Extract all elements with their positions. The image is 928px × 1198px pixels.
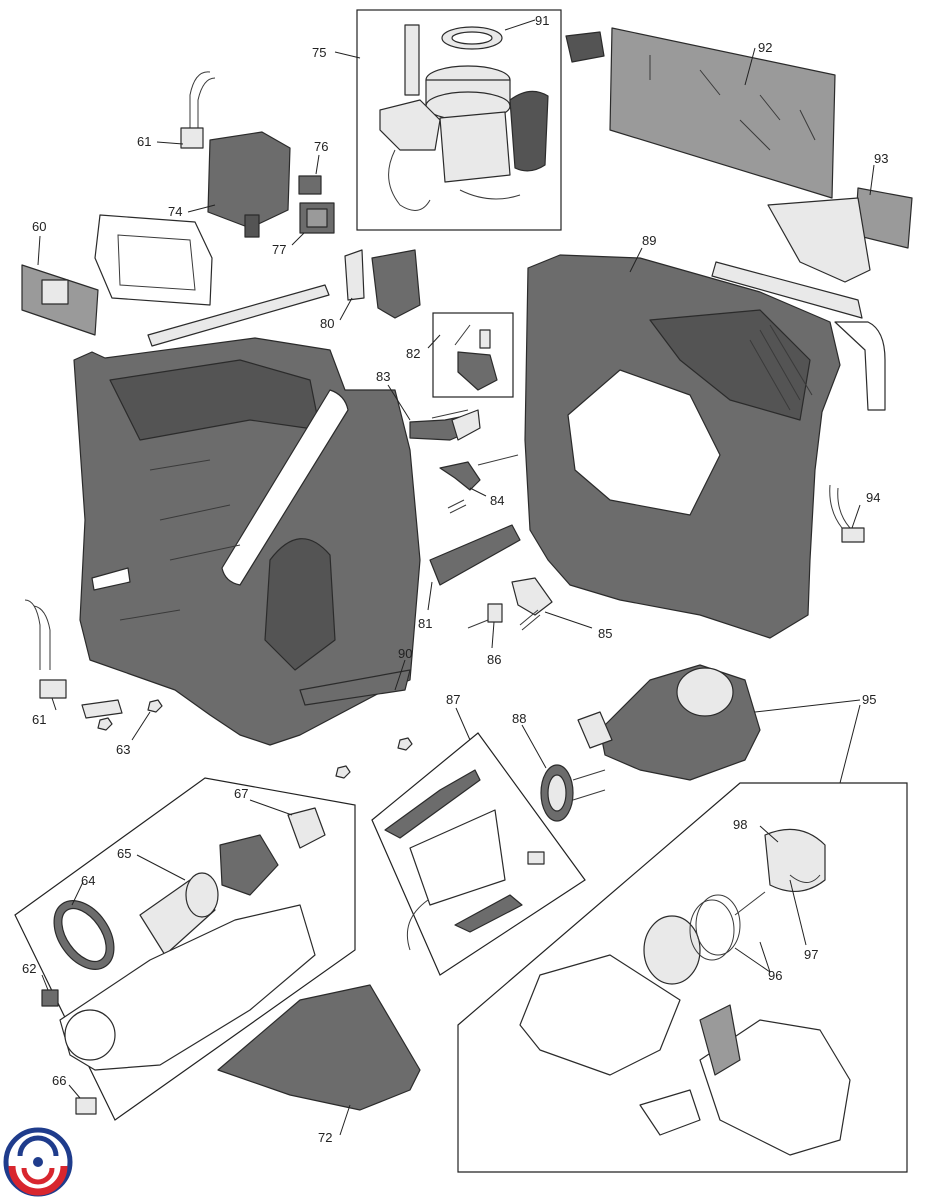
latch-84 [439,454,519,514]
slide-81 [429,524,521,586]
grinder-assembly-75 [379,24,549,211]
filter-plate-98 [764,828,826,892]
piston-96 [643,891,766,985]
coupling-67 [287,807,326,849]
clip-62 [41,989,59,1007]
label-72: 72 [318,1130,332,1145]
power-board-60 [21,214,213,336]
label-95: 95 [862,692,876,707]
label-96: 96 [768,968,782,983]
label-75: 75 [312,45,326,60]
part-labels: 91 75 92 93 61 76 74 77 60 80 82 83 89 8… [22,13,888,1145]
drain-valve-87 [384,769,545,951]
label-61-bottom: 61 [32,712,46,727]
cable-connector-61-bottom [24,599,123,719]
label-91: 91 [535,13,549,28]
label-85: 85 [598,626,612,641]
label-81: 81 [418,616,432,631]
drip-tray-72 [217,984,421,1111]
group-box-95 [457,782,908,1173]
left-housing-90 [73,337,421,746]
valve-block-74 [207,131,291,238]
bracket-80 [344,249,421,319]
group-box-75 [356,9,562,231]
label-84: 84 [490,493,504,508]
leader-lines [37,19,875,1136]
label-62: 62 [22,961,36,976]
label-76: 76 [314,139,328,154]
label-65: 65 [117,846,131,861]
cable-connector-61-top [180,71,216,149]
label-90: 90 [398,646,412,661]
gearbox-housing [59,834,316,1071]
group-box-engine [14,777,356,1121]
group-box-87 [371,732,586,976]
motor-65 [139,872,219,956]
label-66: 66 [52,1073,66,1088]
label-61-top: 61 [137,134,151,149]
pin-86 [467,603,503,629]
label-67: 67 [234,786,248,801]
label-89: 89 [642,233,656,248]
label-63: 63 [116,742,130,757]
label-83: 83 [376,369,390,384]
label-86: 86 [487,652,501,667]
gasket-ring-91 [441,26,503,50]
spring-lever-82 [454,324,498,391]
brew-unit-frame [519,954,851,1156]
label-92: 92 [758,40,772,55]
switch-77 [299,202,335,234]
brew-unit-95 [577,664,761,781]
label-82: 82 [406,346,420,361]
lever-83 [409,409,481,441]
label-98: 98 [733,817,747,832]
control-board-92 [565,27,836,199]
sensor-66 [75,1097,97,1115]
seal-strip [147,284,330,347]
label-74: 74 [168,204,182,219]
label-88: 88 [512,711,526,726]
right-housing-89 [524,254,886,639]
display-board-93 [711,187,913,319]
label-64: 64 [81,873,95,888]
label-93: 93 [874,151,888,166]
label-60: 60 [32,219,46,234]
sensor-94 [829,484,865,543]
label-80: 80 [320,316,334,331]
brand-logo [3,1127,73,1197]
label-87: 87 [446,692,460,707]
label-77: 77 [272,242,286,257]
switch-76 [298,175,322,195]
brew-valve-88 [540,764,606,822]
nuts-63 [97,699,413,779]
group-box-82 [432,312,514,398]
label-94: 94 [866,490,880,505]
cam-85 [511,577,553,631]
drive-belt-64 [53,900,115,970]
label-97: 97 [804,947,818,962]
